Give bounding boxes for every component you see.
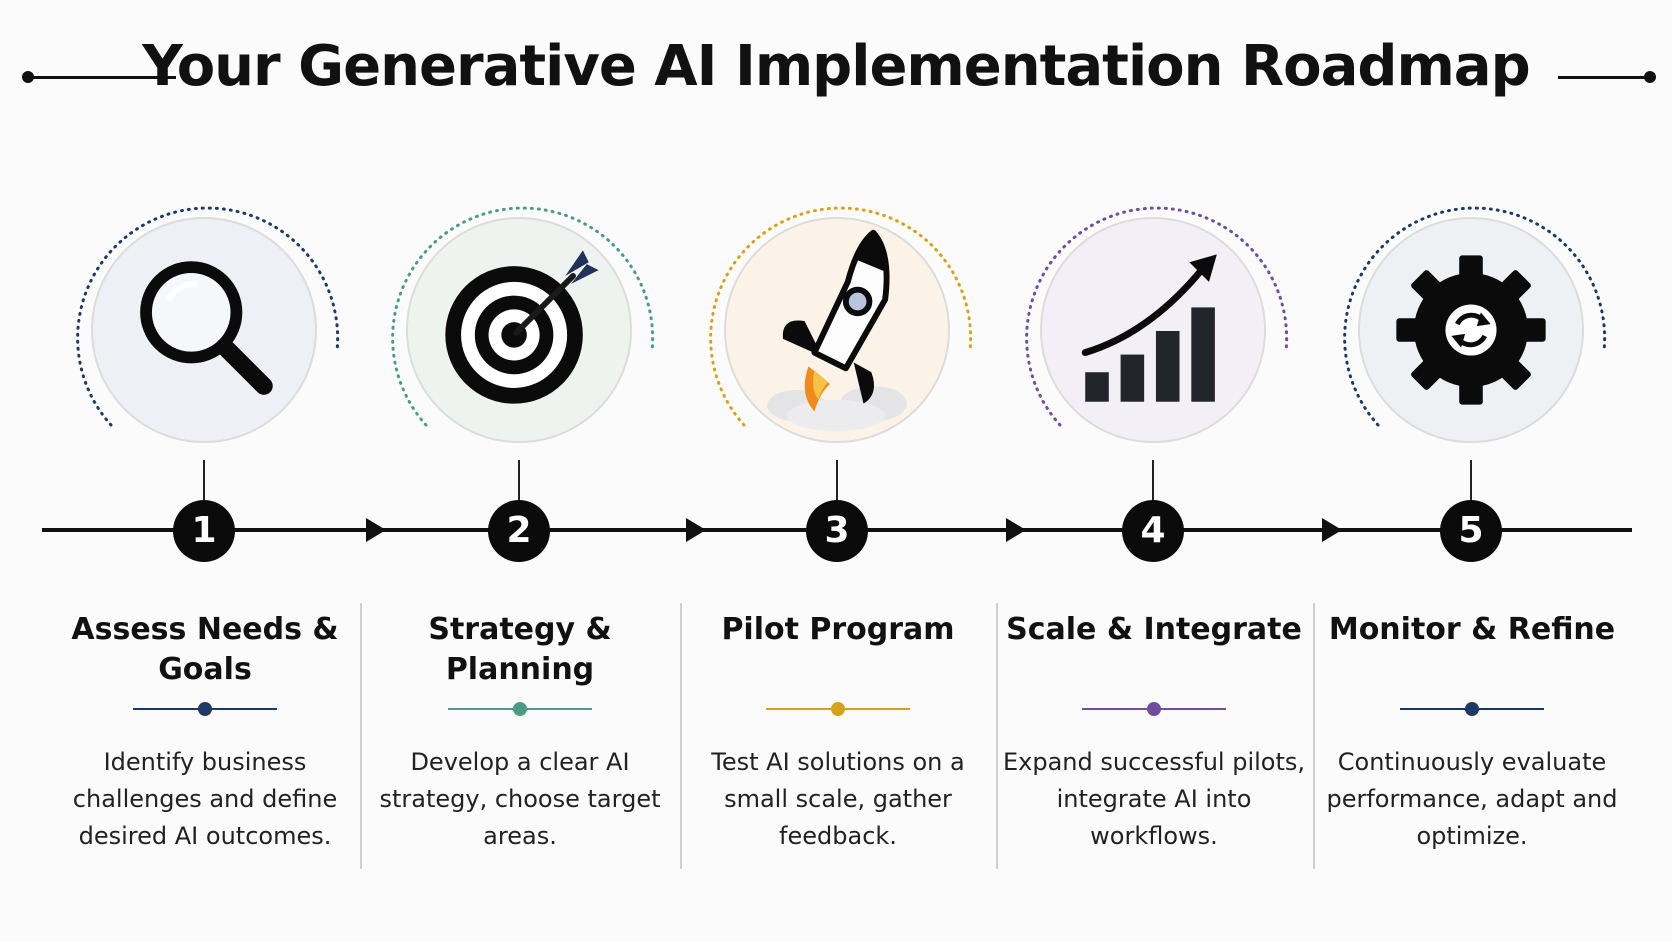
step-stem (1152, 460, 1154, 500)
icon-badge (724, 217, 950, 443)
dotted-arc (709, 206, 973, 427)
timeline-arrow-2 (686, 518, 706, 542)
step-stem (518, 460, 520, 500)
title-right-dot (1644, 71, 1656, 83)
step-4: 4 Scale & Integrate Expand successful pi… (974, 0, 1305, 941)
title-left-rule (28, 76, 176, 79)
accent-dot (831, 702, 845, 716)
step-heading: Assess Needs & Goals (71, 612, 339, 687)
column-divider-3 (996, 603, 998, 869)
timeline-arrow-4 (1322, 518, 1342, 542)
magnifying-glass-icon (140, 261, 273, 395)
step-description: Develop a clear AI strategy, choose targ… (379, 748, 661, 850)
step-5: 5 Monitor & Refine Continuously evaluate… (1292, 0, 1618, 941)
title-row: Your Generative AI Implementation Roadma… (0, 30, 1672, 120)
timeline-arrow-1 (366, 518, 386, 542)
step-number-badge: 1 (173, 500, 235, 562)
accent-dot (1147, 702, 1161, 716)
step-description: Test AI solutions on a small scale, gath… (711, 748, 965, 850)
column-divider-2 (680, 603, 682, 869)
icon-badge (1040, 217, 1266, 443)
step-heading: Scale & Integrate (1006, 612, 1302, 647)
column-divider-1 (360, 603, 362, 869)
step-heading: Pilot Program (721, 612, 955, 647)
step-number-badge: 5 (1440, 500, 1502, 562)
gear-refresh-icon (1396, 255, 1546, 405)
step-stem (1470, 460, 1472, 500)
page-title: Your Generative AI Implementation Roadma… (142, 34, 1530, 99)
title-right-rule (1558, 76, 1650, 79)
icon-badge (91, 217, 317, 443)
dotted-arc (76, 206, 340, 427)
column-divider-4 (1313, 603, 1315, 869)
step-3: 3 Pilot Program Test AI solutions on a s… (658, 0, 978, 941)
timeline-arrow-3 (1006, 518, 1026, 542)
growth-chart-icon (1081, 254, 1217, 402)
step-heading: Monitor & Refine (1328, 612, 1616, 647)
step-number-badge: 3 (806, 500, 868, 562)
step-2: 2 Strategy & Planning Develop a clear AI… (340, 0, 661, 941)
dotted-arc (1025, 206, 1289, 427)
step-description: Identify business challenges and define … (72, 748, 338, 850)
step-stem (203, 460, 205, 500)
icon-badge (1358, 217, 1584, 443)
step-number-badge: 4 (1122, 500, 1184, 562)
step-1: 1 Assess Needs & Goals Identify business… (25, 0, 345, 941)
target-with-arrow-icon (445, 250, 599, 404)
step-description: Continuously evaluate performance, adapt… (1326, 748, 1618, 850)
step-heading: Strategy & Planning (428, 612, 612, 687)
step-number-badge: 2 (488, 500, 550, 562)
icon-badge (406, 217, 632, 443)
accent-dot (513, 702, 527, 716)
accent-dot (198, 702, 212, 716)
dotted-arc (1343, 206, 1607, 427)
accent-dot (1465, 702, 1479, 716)
rocket-icon (767, 229, 907, 432)
step-description: Expand successful pilots, integrate AI i… (1002, 748, 1305, 850)
dotted-arc (391, 206, 655, 427)
step-stem (836, 460, 838, 500)
